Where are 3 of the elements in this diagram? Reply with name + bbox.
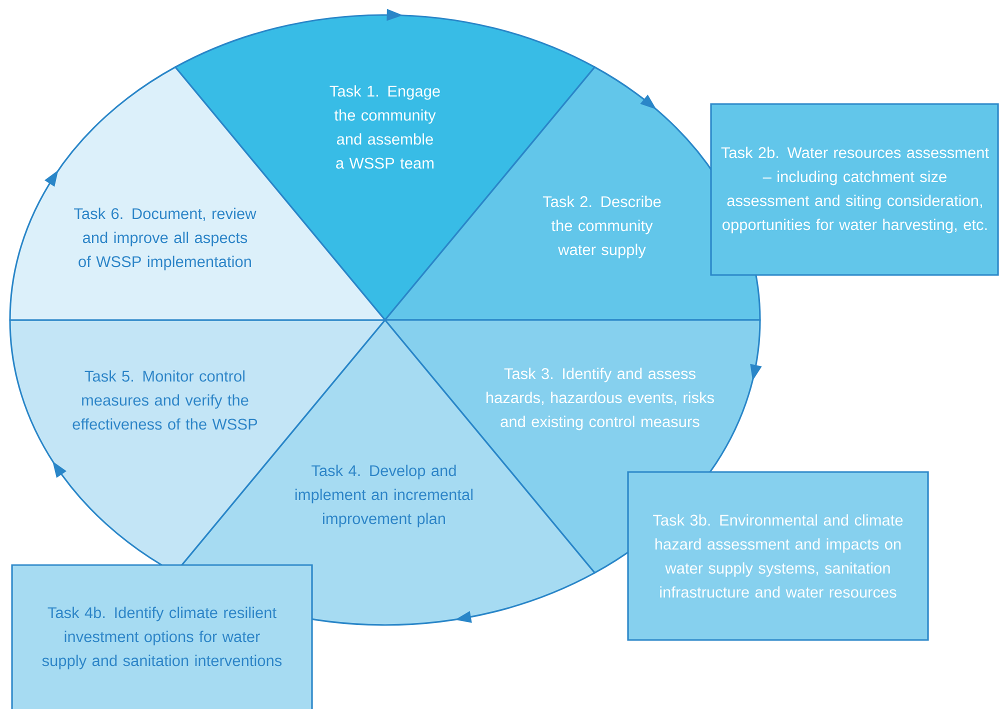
note-box: Task 4b. Identify climate resilient investment options for water supply and sanitation interventions bbox=[11, 564, 313, 709]
note-box: Task 2b. Water resources assessment – including catchment size assessment and siting consideration, opportunities for water harvesting, etc. bbox=[710, 103, 999, 276]
note-box: Task 3b. Environmental and climate hazard assessment and impacts on water supply systems, sanitation infrastructure and water resources bbox=[627, 471, 929, 641]
